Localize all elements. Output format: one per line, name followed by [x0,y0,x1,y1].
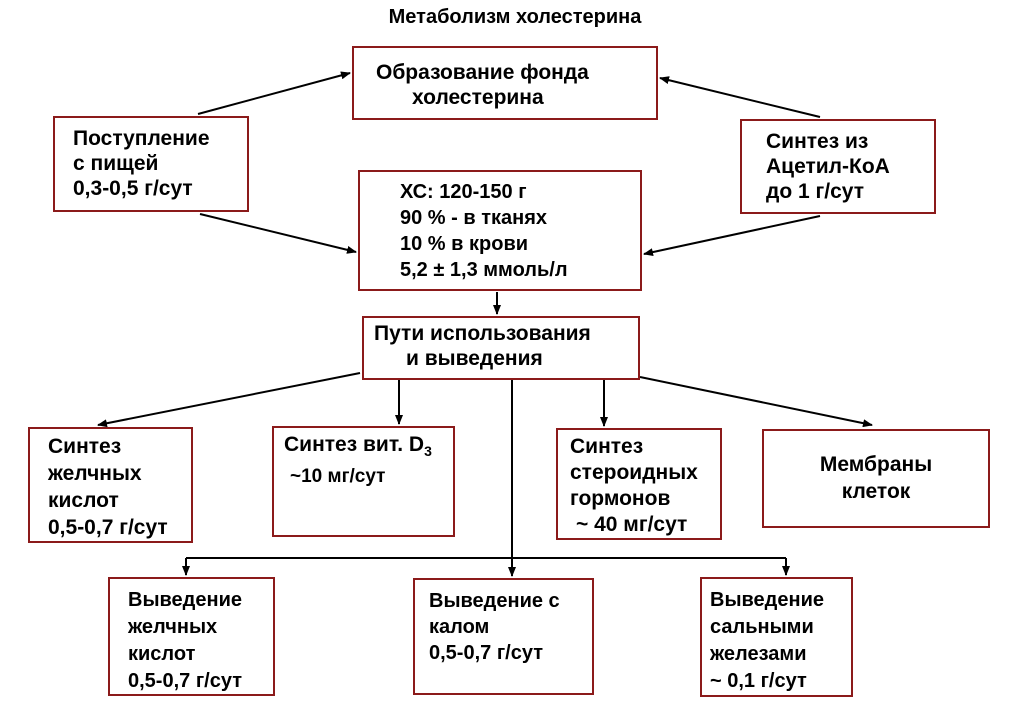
node-text: до 1 г/сут [766,180,864,203]
node-text: Образование фонда [376,61,589,84]
node-text: Поступление [73,127,210,150]
node-cholesterol-pool: Образование фонда холестерина [352,46,658,120]
node-acetyl-coa-synthesis: Синтез из Ацетил-КоА до 1 г/сут [740,119,936,214]
node-text: 90 % - в тканях [400,207,548,229]
node-text-subscript: 3 [424,443,432,460]
node-text: Синтез вит. D3 [284,432,453,464]
node-dietary-intake: Поступление с пищей 0,3-0,5 г/сут [53,116,249,212]
node-text-prefix: Синтез вит. D [284,433,425,456]
node-text: с пищей [73,152,159,175]
node-text: ~ 40 мг/сут [576,513,688,536]
node-text: Синтез из [766,130,869,153]
arrow-synthesis-to-cholesterol [643,215,821,257]
node-text: и выведения [406,347,543,370]
node-text: ХС: 120-150 г [400,181,527,203]
arrow-synthesis-to-pool [659,76,821,118]
node-fecal-excretion: Выведение с калом 0,5-0,7 г/сут [413,578,594,695]
node-text: 0,5-0,7 г/сут [429,642,543,664]
node-text: клеток [841,480,911,503]
node-text: Синтез [48,435,122,458]
node-text: Выведение [710,589,824,611]
node-cholesterol-body-stats: ХС: 120-150 г 90 % - в тканях 10 % в кро… [358,170,642,291]
node-bile-acid-excretion: Выведение желчных кислот 0,5-0,7 г/сут [108,577,275,696]
node-text: калом [429,616,490,638]
node-text: стероидных [570,461,698,484]
node-text: железами [710,643,807,665]
arrow-food-to-pool [197,71,351,115]
node-text: Мембраны [819,453,933,476]
arrow-food-to-cholesterol [199,213,357,254]
node-text: сальными [710,616,814,638]
node-text: Синтез [570,435,644,458]
diagram-title: Метаболизм холестерина [388,6,642,28]
node-sebaceous-excretion: Выведение сальными железами ~ 0,1 г/сут [700,577,853,697]
node-text: желчных [128,616,218,638]
node-text: Выведение с [429,590,560,612]
node-text: 10 % в крови [400,233,529,255]
node-text: Ацетил-КоА [766,155,890,178]
node-vitamin-d-synthesis: Синтез вит. D3 ~10 мг/сут [272,426,455,537]
node-text: Выведение [128,589,242,611]
node-text: 0,3-0,5 г/сут [73,177,193,200]
node-steroid-hormone-synthesis: Синтез стероидных гормонов ~ 40 мг/сут [556,428,722,540]
node-text: желчных [48,462,142,485]
node-text: 5,2 ± 1,3 ммоль/л [400,259,568,281]
node-text: Пути использования [374,322,591,345]
node-bile-acid-synthesis: Синтез желчных кислот 0,5-0,7 г/сут [28,427,193,543]
node-text: ~ 0,1 г/сут [710,670,807,692]
node-text: гормонов [570,487,671,510]
node-text: кислот [48,489,119,512]
node-text: холестерина [412,86,544,109]
arrow-utilization-to-bile-acids [97,372,361,428]
arrow-utilization-to-membranes [639,376,873,428]
node-text: кислот [128,643,196,665]
node-cell-membranes: Мембраны клеток [762,429,990,528]
node-utilization-pathways: Пути использования и выведения [362,316,640,380]
node-text: 0,5-0,7 г/сут [48,516,168,539]
node-text: 0,5-0,7 г/сут [128,670,242,692]
node-text: ~10 мг/сут [290,466,386,488]
